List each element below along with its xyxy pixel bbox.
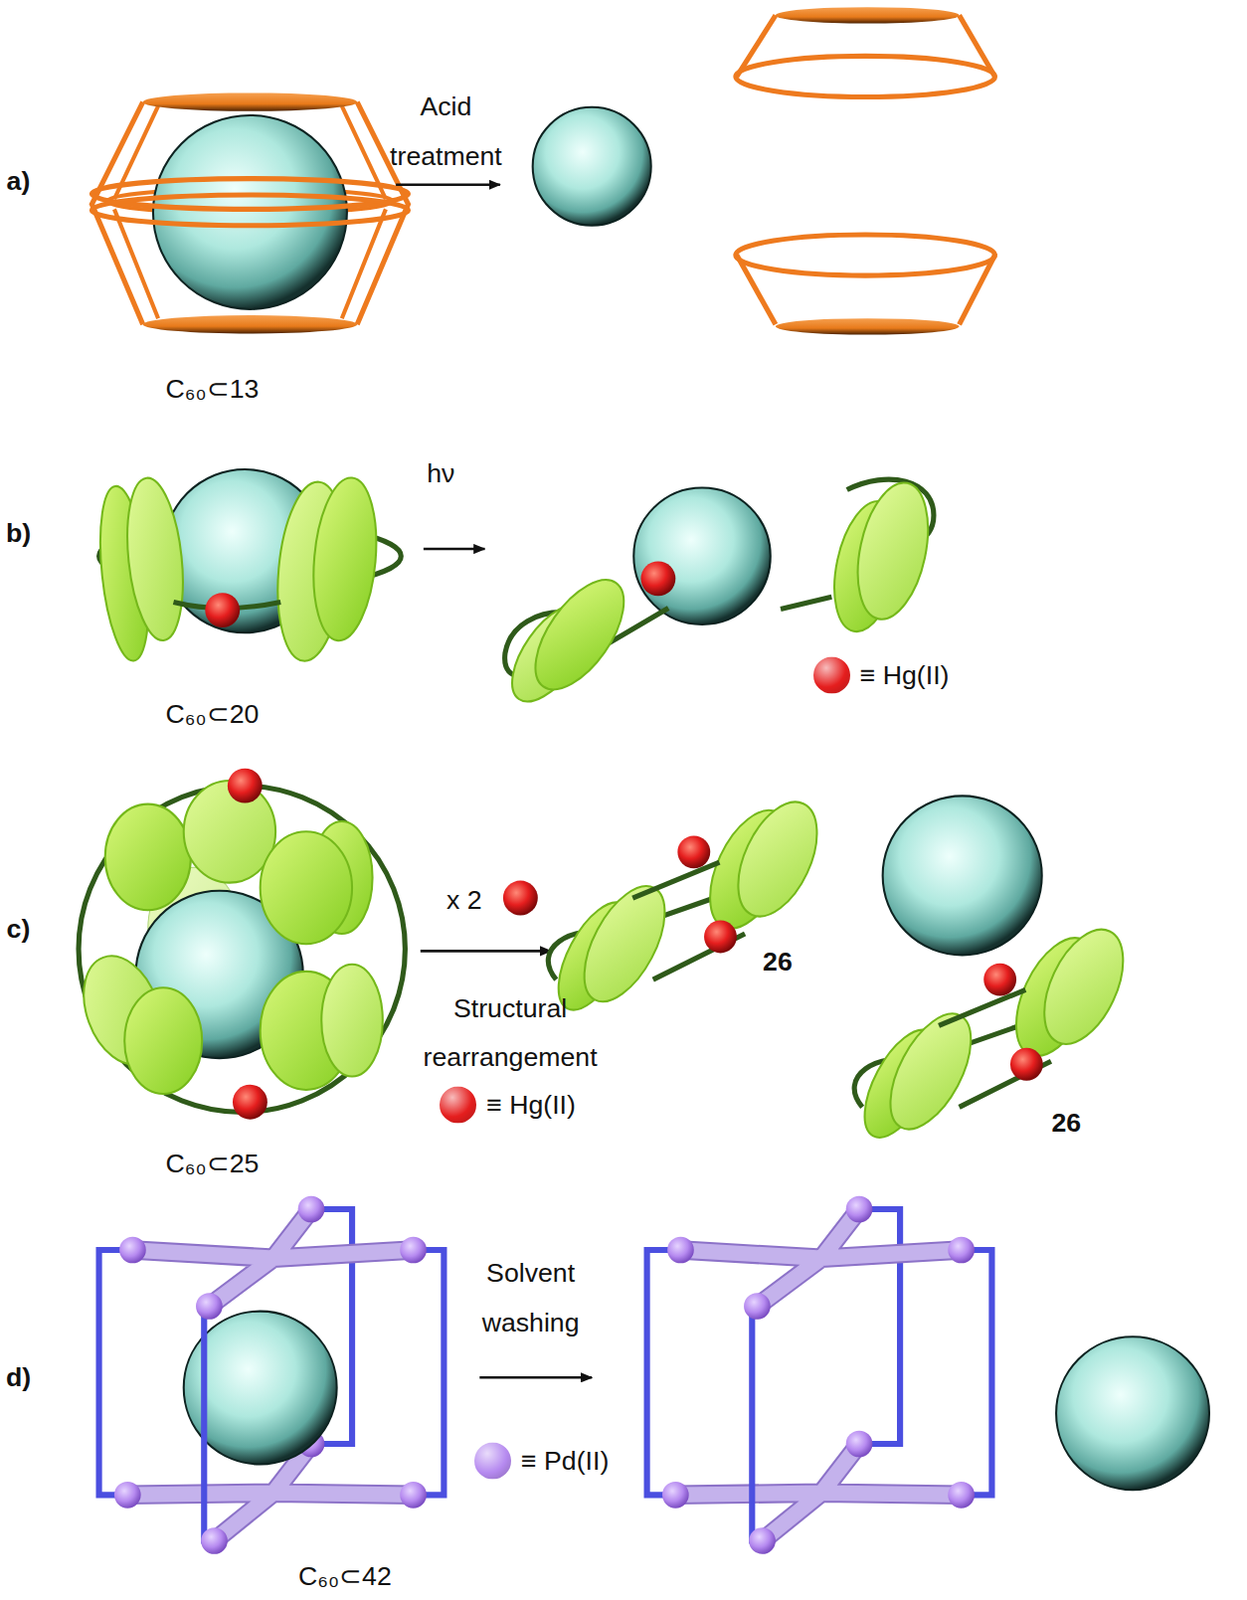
panel-letter: c) bbox=[6, 912, 31, 944]
complex-label: C₆₀⊂20 bbox=[166, 698, 260, 730]
step-label: x 2 bbox=[446, 885, 483, 916]
step-label: Solvent washing bbox=[454, 1248, 608, 1348]
compound-number: 26 bbox=[762, 945, 793, 977]
legend-text: ≡ Hg(II) bbox=[486, 1089, 576, 1121]
capsule-13 bbox=[107, 106, 393, 319]
panel-letter: d) bbox=[5, 1362, 31, 1394]
legend-swatch bbox=[474, 1442, 512, 1480]
legend-entry: ≡ Hg(II) bbox=[813, 657, 950, 695]
panel-letter: a) bbox=[6, 165, 31, 196]
step-label: Structural rearrangement bbox=[400, 983, 621, 1082]
legend-entry: ≡ Hg(II) bbox=[439, 1086, 576, 1124]
complex-label: C₆₀⊂42 bbox=[298, 1560, 392, 1593]
legend-text: ≡ Pd(II) bbox=[521, 1445, 609, 1477]
legend-swatch bbox=[439, 1086, 477, 1124]
complex-label: C₆₀⊂13 bbox=[166, 372, 260, 405]
legend-swatch bbox=[813, 657, 851, 695]
legend-entry: ≡ Pd(II) bbox=[474, 1442, 609, 1480]
complex-label: C₆₀⊂25 bbox=[166, 1147, 260, 1180]
legend-text: ≡ Hg(II) bbox=[860, 660, 950, 692]
panel-letter: b) bbox=[5, 517, 31, 548]
compound-number: 26 bbox=[1052, 1106, 1082, 1138]
step-label: hν bbox=[426, 458, 455, 490]
step-label: Acid treatment bbox=[374, 82, 519, 181]
